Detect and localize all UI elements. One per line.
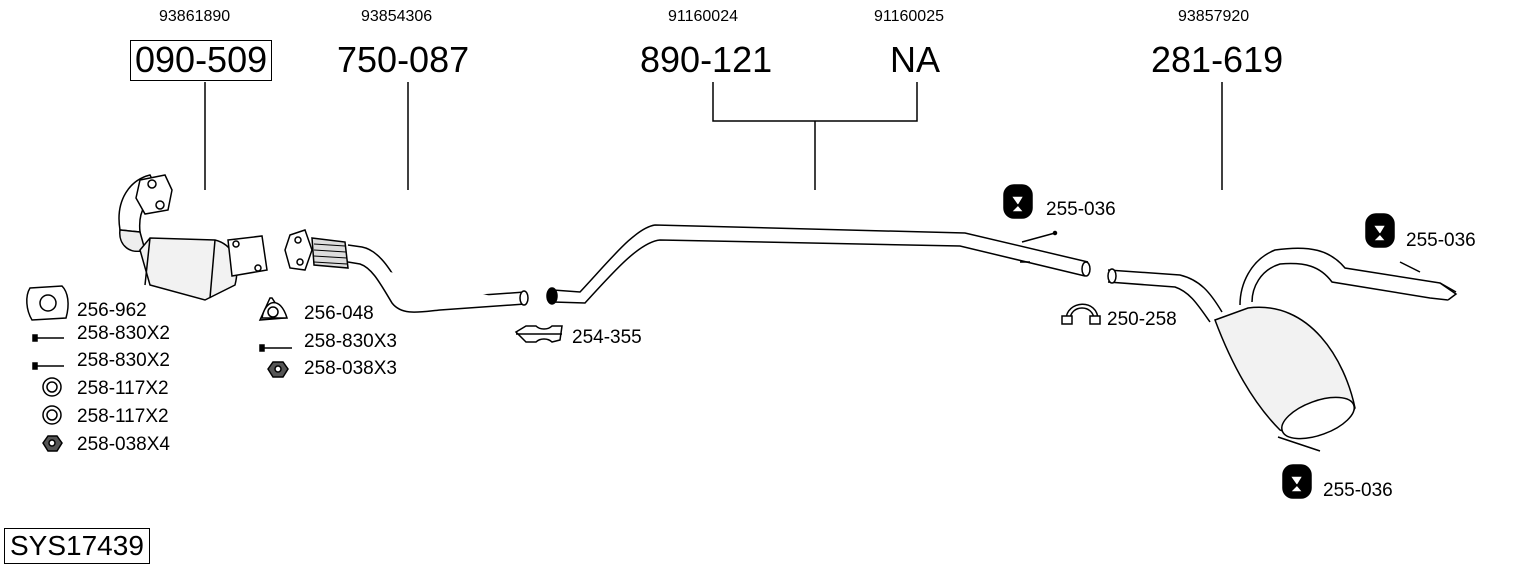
bolt-icon xyxy=(259,344,292,352)
oem-number: 91160025 xyxy=(874,8,944,25)
ring-icon xyxy=(42,377,62,397)
part-label-bolt[interactable]: 258-830X3 xyxy=(304,331,397,352)
leader-bracket xyxy=(712,82,918,122)
main-part-rear-silencer[interactable]: 281-619 xyxy=(1151,39,1284,80)
nut-icon xyxy=(42,435,63,452)
ring-icon xyxy=(42,405,62,425)
part-label-hanger[interactable]: 255-036 xyxy=(1046,199,1116,220)
part-label-bolt[interactable]: 258-830X2 xyxy=(77,350,170,371)
part-label-hanger[interactable]: 255-036 xyxy=(1406,230,1476,251)
oem-number: 93861890 xyxy=(159,8,231,25)
hanger-icon xyxy=(1003,184,1033,219)
main-part-na[interactable]: NA xyxy=(890,39,941,80)
hanger-icon xyxy=(1282,464,1312,499)
system-code: SYS17439 xyxy=(4,528,150,564)
main-part-front-pipe[interactable]: 750-087 xyxy=(337,39,470,80)
part-label-ring[interactable]: 258-117X2 xyxy=(77,406,169,427)
front-pipe-drawing xyxy=(284,229,529,313)
part-label-clamp[interactable]: 254-355 xyxy=(572,327,642,348)
oem-number: 93854306 xyxy=(361,8,433,25)
oem-number: 93857920 xyxy=(1178,8,1250,25)
part-label-clamp[interactable]: 250-258 xyxy=(1107,309,1177,330)
clamp-icon xyxy=(1061,303,1101,325)
bolt-icon xyxy=(32,334,64,342)
main-part-catalyst[interactable]: 090-509 xyxy=(130,40,273,81)
part-label-bolt[interactable]: 258-830X2 xyxy=(77,323,170,344)
part-label-gasket[interactable]: 256-962 xyxy=(77,300,147,321)
part-label-nut[interactable]: 258-038X4 xyxy=(77,434,170,455)
part-label-gasket[interactable]: 256-048 xyxy=(304,303,374,324)
part-label-hanger[interactable]: 255-036 xyxy=(1323,480,1393,501)
hanger-icon xyxy=(1365,213,1395,248)
bolt-icon xyxy=(32,362,64,370)
part-label-ring[interactable]: 258-117X2 xyxy=(77,378,169,399)
clamp-icon xyxy=(514,325,563,343)
middle-pipe-drawing xyxy=(546,224,1091,305)
nut-icon xyxy=(267,361,289,378)
oem-number: 91160024 xyxy=(668,8,738,25)
catalyst-drawing xyxy=(118,174,268,301)
gasket-icon xyxy=(258,297,289,321)
main-part-middle-pipe[interactable]: 890-121 xyxy=(640,39,773,80)
rear-silencer-drawing xyxy=(1107,247,1458,452)
gasket-icon xyxy=(26,285,69,321)
part-label-nut[interactable]: 258-038X3 xyxy=(304,358,397,379)
